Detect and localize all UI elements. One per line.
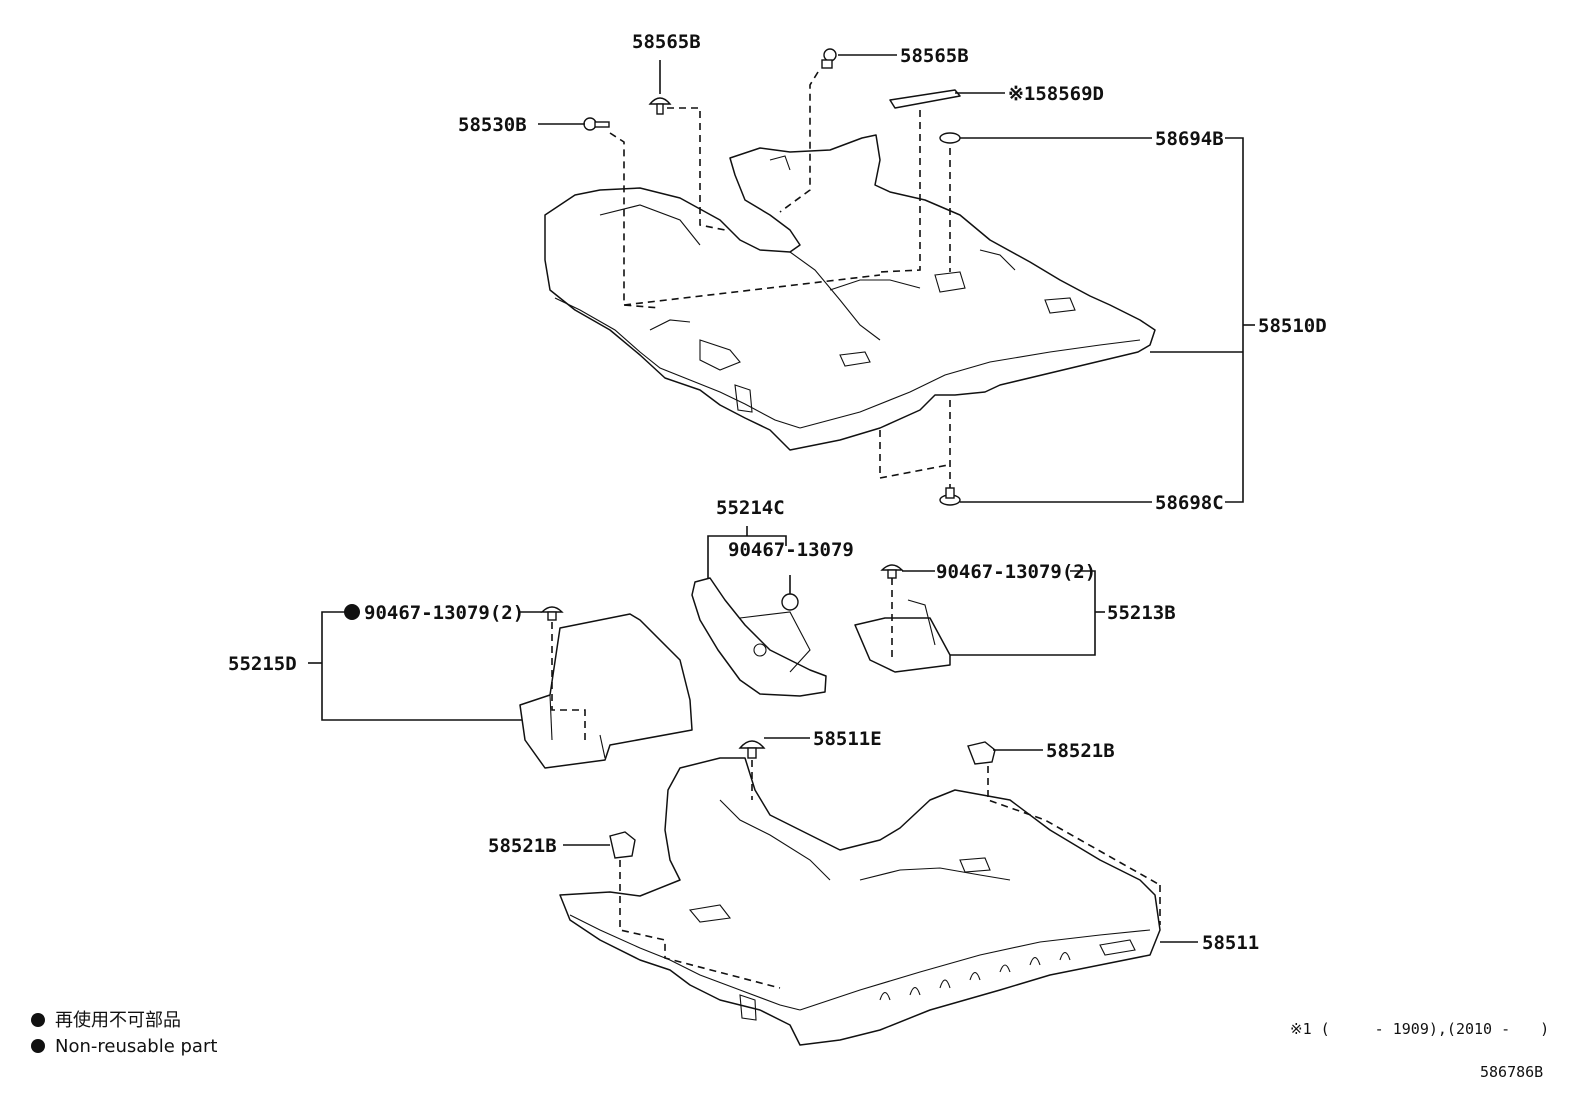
clip-58521B-right-icon (967, 741, 996, 765)
clip-58698C-icon (939, 487, 961, 506)
label-58565B-top: 58565B (632, 31, 701, 53)
clip-58521B-left-icon (609, 831, 636, 859)
label-55214C: 55214C (716, 497, 785, 519)
legend-marker-icon (31, 1039, 45, 1053)
label-58698C: 58698C (1155, 492, 1224, 514)
label-58511: 58511 (1202, 932, 1259, 954)
label-58521B-left: 58521B (488, 835, 557, 857)
label-58569D: ※158569D (1008, 83, 1104, 105)
clip-58694B-icon (939, 132, 961, 144)
front-floor-carpet-58510D (544, 134, 1156, 451)
clip-90467-left-icon (540, 606, 564, 621)
bracket-58569D-icon (889, 89, 961, 109)
screw-58565B-right-icon (821, 48, 837, 69)
label-58530B: 58530B (458, 114, 527, 136)
label-90467-left: 90467-13079(2) (364, 602, 524, 624)
clip-58565B-top-icon (648, 97, 672, 115)
figure-id: 586786B (1480, 1063, 1543, 1081)
label-90467-right: 90467-13079(2) (936, 561, 1096, 583)
label-55215D: 55215D (228, 653, 297, 675)
label-58565B-right: 58565B (900, 45, 969, 67)
clip-58530B-icon (583, 117, 610, 131)
legend-non-reusable-en: Non-reusable part (55, 1036, 217, 1057)
rear-floor-carpet-58511 (559, 757, 1161, 1046)
applicability-note: ※1 ( - 1909),(2010 - ) (1290, 1020, 1549, 1038)
label-90467-mid: 90467-13079 (728, 539, 854, 561)
label-58511E: 58511E (813, 728, 882, 750)
clip-58511E-icon (738, 740, 766, 759)
legend-non-reusable-jp: 再使用不可部品 (55, 1010, 181, 1031)
non-reusable-marker-icon (344, 604, 360, 620)
left-panel-55215D (519, 613, 693, 769)
label-55213B: 55213B (1107, 602, 1176, 624)
clip-90467-mid-icon (781, 593, 799, 611)
label-58521B-right: 58521B (1046, 740, 1115, 762)
right-panel-55213B (854, 599, 951, 673)
label-58510D: 58510D (1258, 315, 1327, 337)
clip-90467-right-icon (880, 564, 904, 579)
legend-marker-icon (31, 1013, 45, 1027)
center-panel-55214C (691, 577, 827, 697)
label-58694B: 58694B (1155, 128, 1224, 150)
